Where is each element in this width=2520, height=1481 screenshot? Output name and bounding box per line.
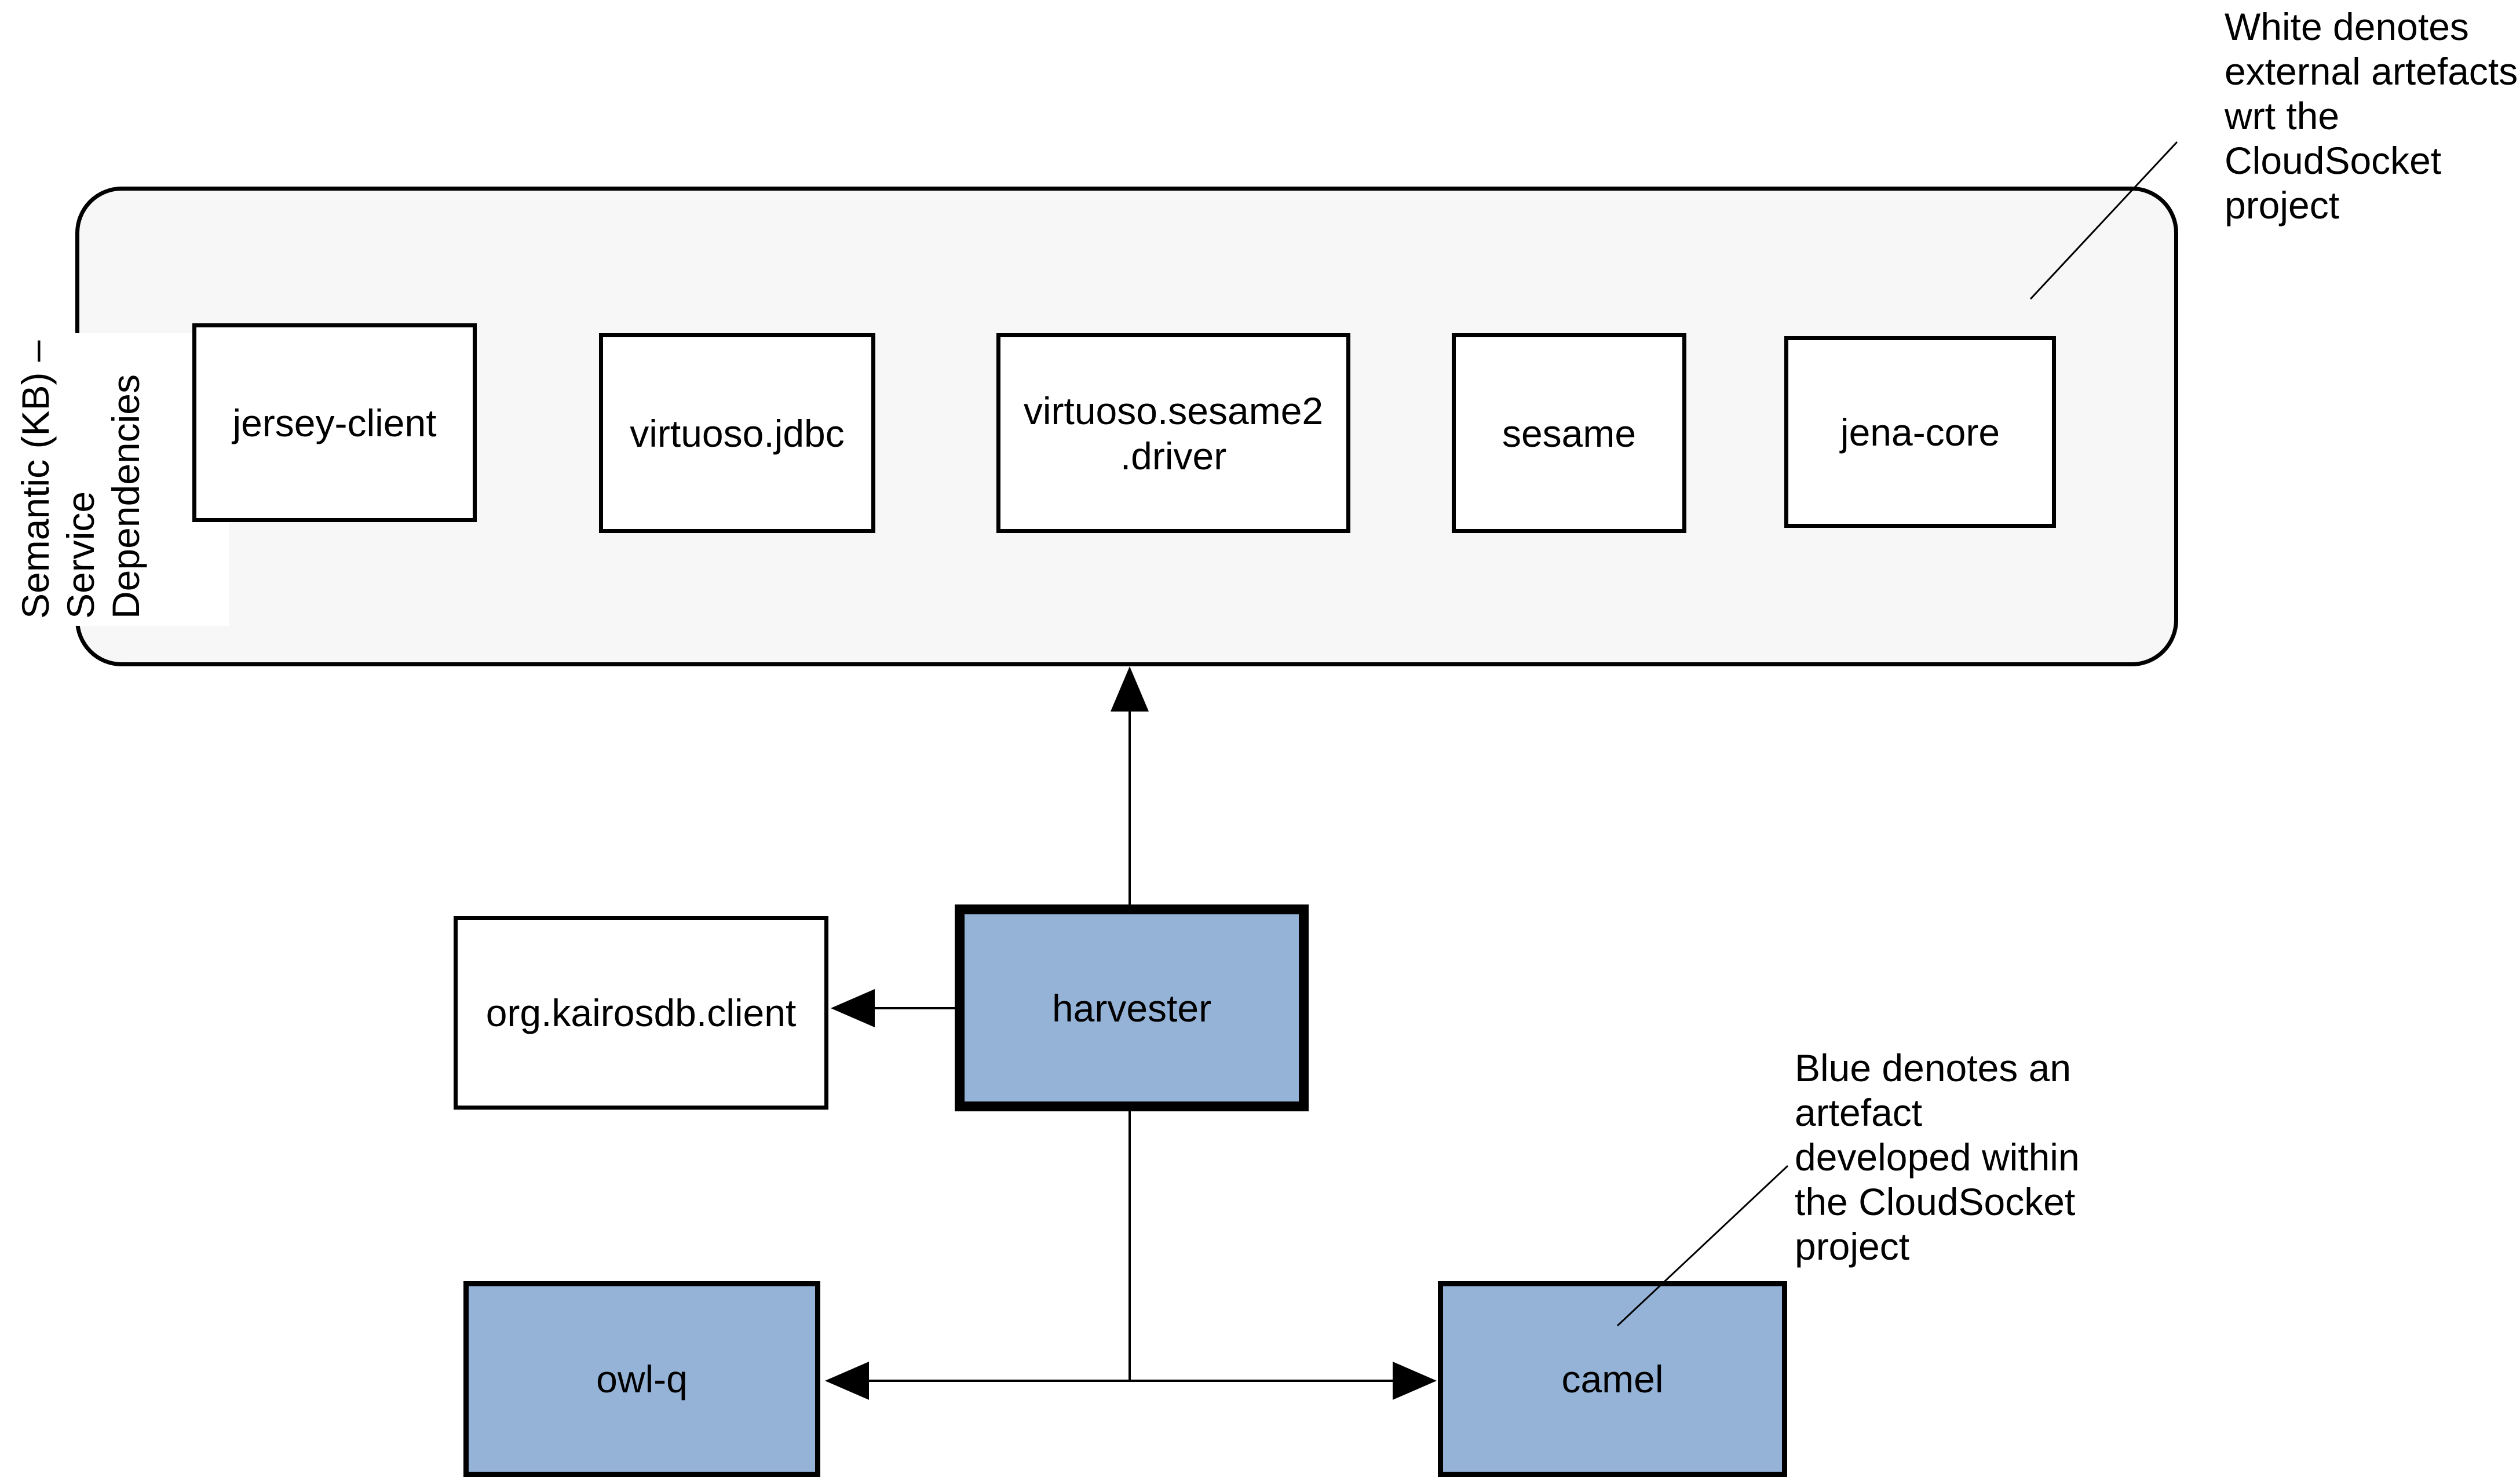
group-label-line: Semantic (KB) – bbox=[14, 340, 57, 619]
note-white-external-artefacts: White denotes external artefacts wrt the… bbox=[2225, 5, 2518, 228]
note-line: project bbox=[2225, 184, 2340, 227]
node-label: virtuoso.jdbc bbox=[630, 411, 845, 455]
node-label: harvester bbox=[1051, 986, 1212, 1030]
note-line: White denotes bbox=[2225, 5, 2469, 48]
node-org-kairosdb-client: org.kairosdb.client bbox=[454, 916, 828, 1110]
node-label: .driver bbox=[1120, 434, 1227, 477]
note-line: artefact bbox=[1795, 1091, 1923, 1134]
arrow-to-owl-q-head bbox=[825, 1362, 869, 1400]
node-label: jena-core bbox=[1840, 410, 2000, 454]
group-label-line: Dependencies bbox=[104, 374, 147, 619]
node-label: virtuoso.sesame2 bbox=[1023, 389, 1324, 432]
group-label-line: Service bbox=[59, 491, 102, 619]
note-line: developed within bbox=[1795, 1136, 2080, 1179]
note-line: CloudSocket bbox=[2225, 139, 2442, 182]
note-line: wrt the bbox=[2225, 94, 2340, 137]
node-label: org.kairosdb.client bbox=[485, 991, 797, 1034]
node-jena-core: jena-core bbox=[1784, 336, 2056, 528]
arrow-to-camel-head bbox=[1393, 1362, 1437, 1400]
arrow-harvester-to-kairosdb-head bbox=[831, 989, 875, 1027]
node-label: camel bbox=[1561, 1358, 1664, 1400]
node-owl-q: owl-q bbox=[463, 1281, 820, 1477]
node-sesame: sesame bbox=[1452, 333, 1686, 533]
node-virtuoso-jdbc: virtuoso.jdbc bbox=[599, 333, 875, 533]
node-harvester: harvester bbox=[955, 904, 1309, 1111]
group-label-semantic-kb-service-dependencies: Semantic (KB) – Service Dependencies bbox=[13, 335, 148, 619]
node-camel: camel bbox=[1438, 1281, 1787, 1477]
note-line: external artefacts bbox=[2225, 50, 2518, 93]
node-jersey-client: jersey-client bbox=[192, 323, 477, 522]
note-line: Blue denotes an bbox=[1795, 1046, 2072, 1089]
note-line: project bbox=[1795, 1225, 1910, 1268]
arrow-harvester-to-group-head bbox=[1111, 666, 1149, 712]
node-label: sesame bbox=[1502, 411, 1637, 455]
note-blue-cloudsocket-artefact: Blue denotes an artefact developed withi… bbox=[1795, 1046, 2080, 1269]
node-virtuoso-sesame2-driver: virtuoso.sesame2 .driver bbox=[996, 333, 1350, 533]
note-line: the CloudSocket bbox=[1795, 1180, 2076, 1223]
node-label: owl-q bbox=[596, 1358, 688, 1400]
node-label: jersey-client bbox=[232, 401, 437, 444]
